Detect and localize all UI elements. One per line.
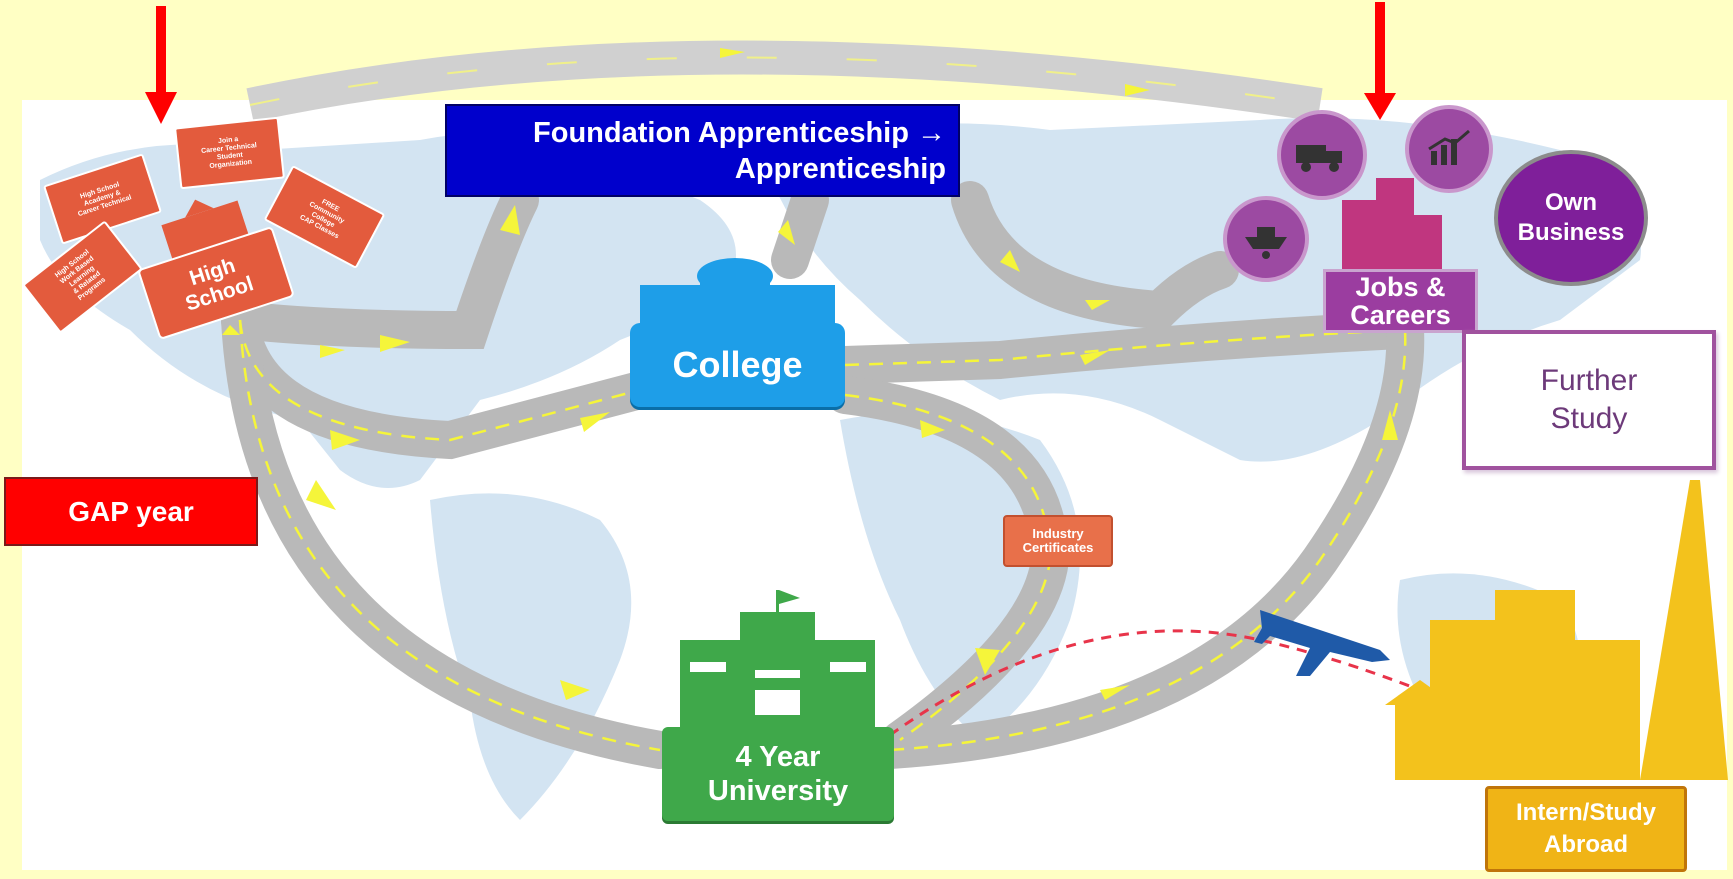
school-building-icon [161,199,249,260]
intern-study-abroad-box: Intern/Study Abroad [1485,786,1687,872]
further-study-box: Further Study [1462,330,1716,470]
university-windows [690,662,866,715]
chart-icon [1405,105,1493,193]
airplane-icon [1254,610,1390,676]
top-road-arrows [720,48,1150,96]
gap-year-box: GAP year [4,477,258,546]
college-building-icon [640,258,835,323]
college-box: College [630,323,845,407]
truck-icon [1277,110,1367,200]
ship-icon [1223,196,1309,282]
high-school-card: Join a Career Technical Student Organiza… [174,116,285,190]
city-skyline-icon [1385,480,1728,780]
building-icon [1342,178,1442,270]
university-box: 4 Year University [662,727,894,821]
road-arrows [222,205,1398,700]
red-arrow-down-icon [1364,2,1396,120]
industry-certificates-box: Industry Certificates [1003,515,1113,567]
apprenticeship-box: Foundation Apprenticeship → Apprenticesh… [445,104,960,197]
jobs-careers-box: Jobs & Careers [1323,269,1478,333]
red-arrow-down-icon [145,6,177,124]
own-business-circle: Own Business [1494,150,1648,286]
flight-path [889,629,1471,737]
top-road [246,40,1323,122]
